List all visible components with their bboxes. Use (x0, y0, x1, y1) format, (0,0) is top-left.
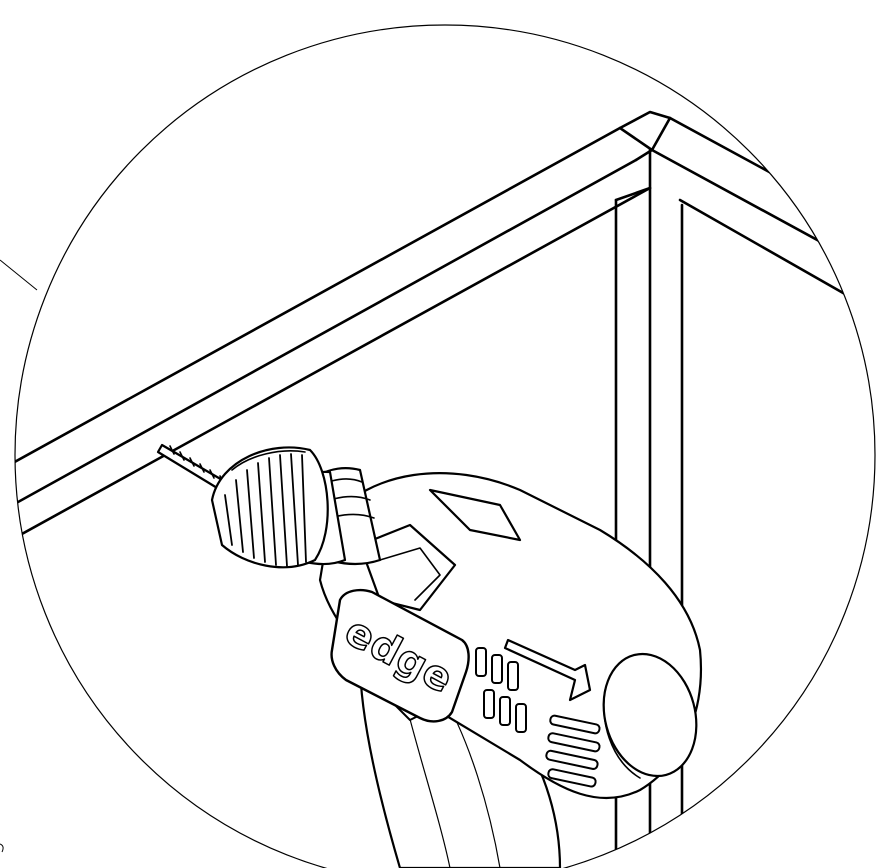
vent-slots (545, 714, 601, 788)
side-vents (475, 647, 527, 733)
gear-selector (358, 523, 457, 612)
cordless-drill: edge (156, 443, 702, 868)
corner-mark (0, 843, 4, 853)
callout-leader-line (0, 259, 38, 291)
frame-beam-left (15, 126, 652, 548)
drill-chuck (210, 446, 329, 569)
direction-arrow (503, 638, 592, 702)
